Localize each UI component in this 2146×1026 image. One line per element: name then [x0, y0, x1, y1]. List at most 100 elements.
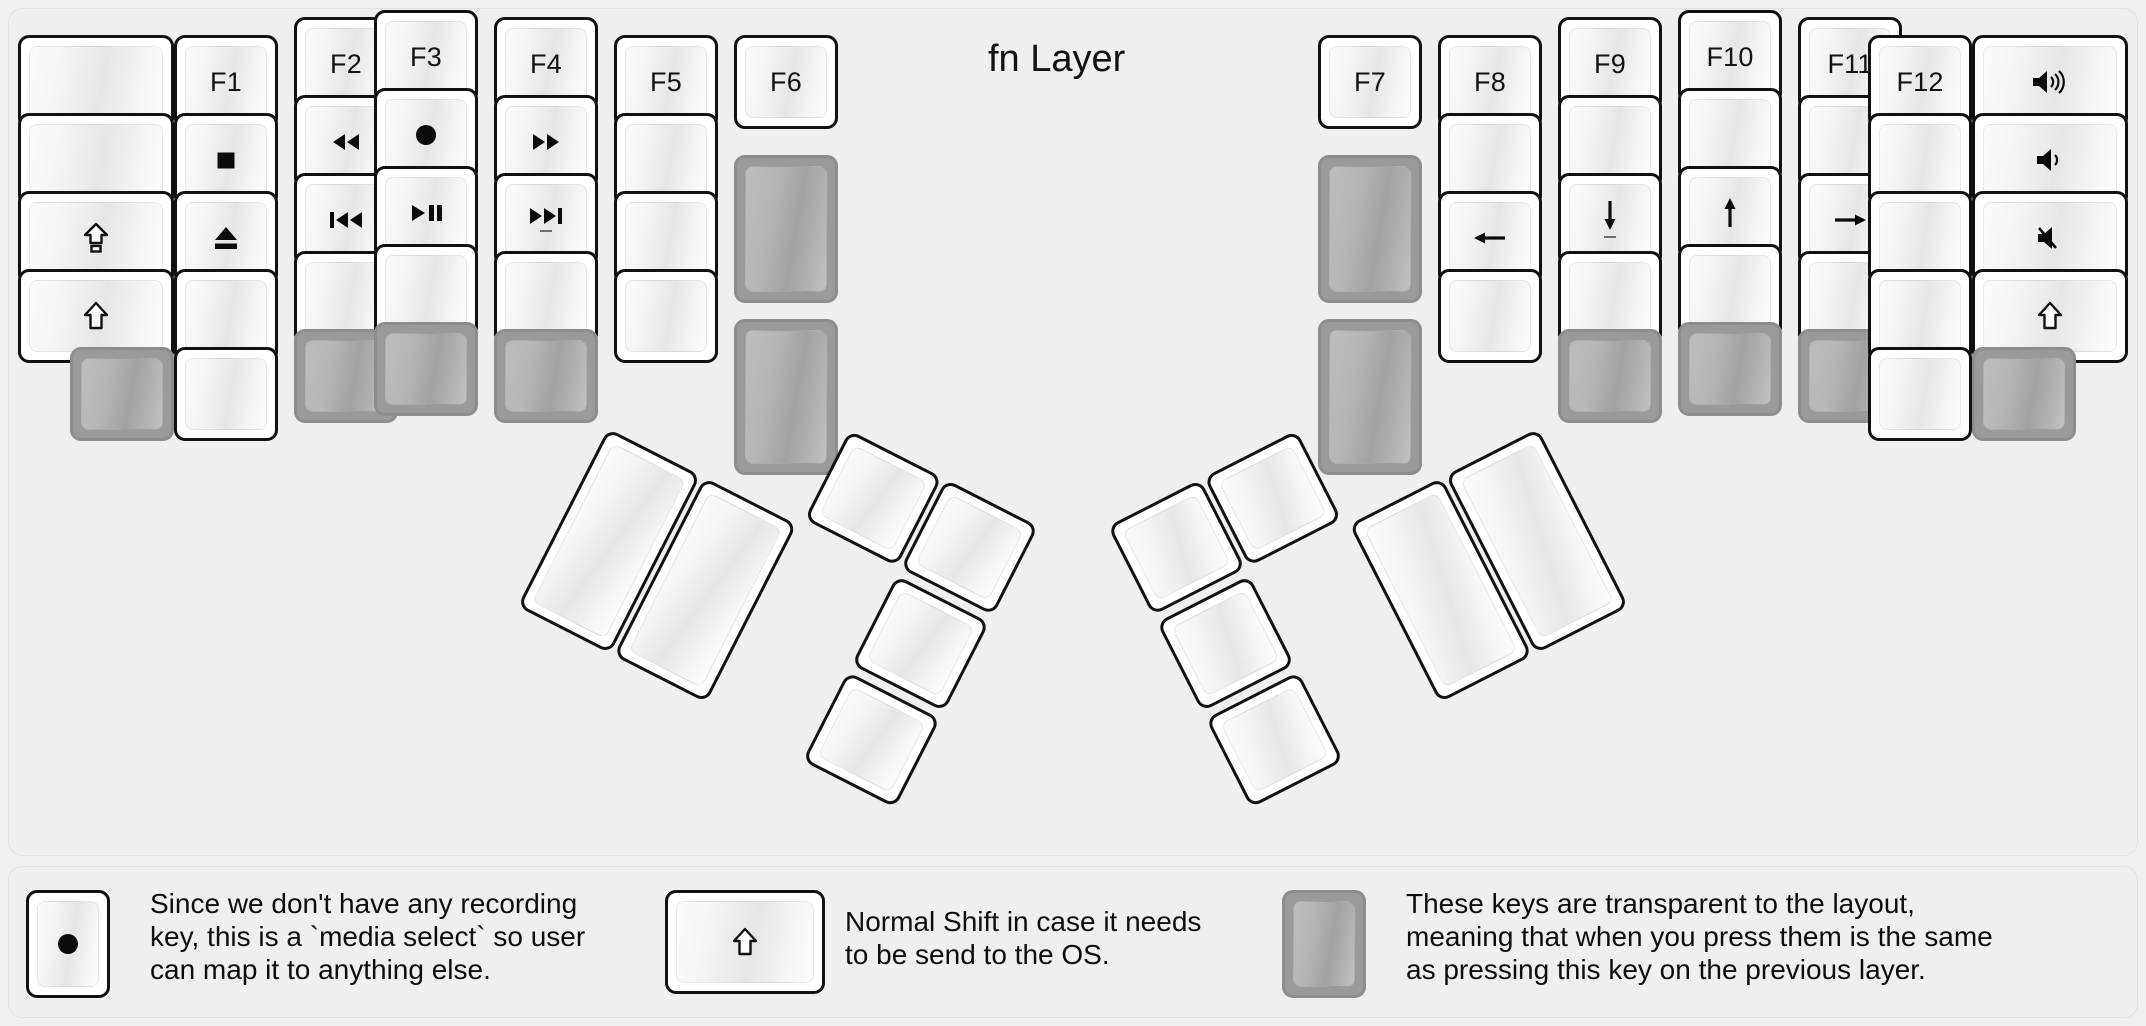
keycap-face: [745, 166, 827, 292]
key-label: F10: [1706, 41, 1754, 72]
keycap-face: [505, 106, 587, 178]
keycap-face: [1569, 106, 1651, 178]
keycap-face: [625, 202, 707, 274]
keycap-face: [1689, 333, 1771, 405]
keycap-face: F6: [745, 46, 827, 118]
keycap-face: [185, 202, 267, 274]
keycap-face: [385, 333, 467, 405]
volume-down-icon: [2037, 149, 2059, 171]
keycap-face: [1449, 124, 1531, 196]
keycap-face: [1879, 202, 1961, 274]
keycap-face: [1449, 202, 1531, 274]
keycap-face: [1293, 901, 1355, 987]
keycap-face: [676, 901, 814, 983]
keycap-face: [385, 177, 467, 249]
volume-mute-icon: [2038, 227, 2057, 249]
keycap-face: F2: [305, 28, 387, 100]
key-left-c0-r4-transparent[interactable]: [70, 347, 174, 441]
key-left-c6-r0-f6[interactable]: F6: [734, 35, 838, 129]
record-icon: [416, 125, 436, 145]
keycap-face: [385, 99, 467, 171]
keycap-face: [305, 262, 387, 334]
keycap-face: [1329, 166, 1411, 292]
keycap-face: [29, 280, 163, 352]
key-right-c6-r4-transparent[interactable]: [1972, 347, 2076, 441]
keycap-face: F3: [385, 21, 467, 93]
keycap-face: [505, 340, 587, 412]
key-left-c5-r3[interactable]: [614, 269, 718, 363]
caps-lock-icon: [83, 222, 109, 253]
keycap-face: F12: [1879, 46, 1961, 118]
key-label: F11: [1827, 48, 1873, 79]
legend-text-transparent: These keys are transparent to the layout…: [1406, 888, 1993, 985]
key-left-c6-r2-transparent[interactable]: [734, 319, 838, 475]
arrow-left-icon: [1474, 232, 1505, 244]
rewind-icon: [333, 134, 359, 150]
keycap-face: [505, 262, 587, 334]
fast-forward-icon: [533, 134, 559, 150]
key-label: F3: [410, 41, 442, 72]
key-right-c1-r3[interactable]: [1438, 269, 1542, 363]
keycap-face: F10: [1689, 21, 1771, 93]
keycap-face: [1689, 99, 1771, 171]
keycap-face: [1689, 177, 1771, 249]
keycap-face: [37, 901, 99, 987]
keycap-face: [29, 124, 163, 196]
key-right-c0-r1-transparent[interactable]: [1318, 155, 1422, 303]
keycap-face: [745, 330, 827, 464]
key-left-c3-r4-transparent[interactable]: [374, 322, 478, 416]
key-label: F8: [1474, 66, 1506, 97]
key-label: F1: [210, 66, 242, 97]
key-left-c4-r4-transparent[interactable]: [494, 329, 598, 423]
arrow-up-icon: [1724, 198, 1736, 227]
legend-panel: [8, 866, 2138, 1018]
play-pause-icon: [412, 205, 442, 221]
shift-icon: [2037, 301, 2063, 330]
keycap-face: [185, 124, 267, 196]
key-left-c1-r4[interactable]: [174, 347, 278, 441]
keycap-face: F7: [1329, 46, 1411, 118]
eject-icon: [215, 227, 237, 249]
key-right-c5-r4[interactable]: [1868, 347, 1972, 441]
keycap-face: F5: [625, 46, 707, 118]
keycap-face: [505, 184, 587, 256]
keycap-face: [1879, 358, 1961, 430]
key-right-c0-r0-f7[interactable]: F7: [1318, 35, 1422, 129]
keycap-face: [29, 202, 163, 274]
keycap-face: [1329, 330, 1411, 464]
keycap-face: [625, 280, 707, 352]
legend-text-shift: Normal Shift in case it needs to be send…: [845, 906, 1202, 970]
shift-icon: [83, 301, 109, 330]
key-label: F5: [650, 66, 682, 97]
arrow-right-icon: [1835, 214, 1866, 226]
key-label: F4: [530, 48, 562, 79]
key-right-c3-r4-transparent[interactable]: [1678, 322, 1782, 416]
legend-key-shift: [665, 890, 825, 994]
key-right-c2-r4-transparent[interactable]: [1558, 329, 1662, 423]
keycap-face: [1879, 124, 1961, 196]
key-label: F12: [1896, 66, 1944, 97]
keycap-face: [1689, 255, 1771, 327]
previous-track-icon: [330, 212, 362, 228]
keycap-face: F8: [1449, 46, 1531, 118]
key-left-c6-r1-transparent[interactable]: [734, 155, 838, 303]
keycap-face: [1879, 280, 1961, 352]
keycap-face: [1983, 46, 2117, 118]
key-label: F2: [330, 48, 362, 79]
keycap-face: [1569, 262, 1651, 334]
legend-key-record: [26, 890, 110, 998]
keycap-face: F1: [185, 46, 267, 118]
arrow-down-icon: [1604, 201, 1616, 238]
keycap-face: [1983, 280, 2117, 352]
keycap-face: [1569, 340, 1651, 412]
keycap-face: [29, 46, 163, 118]
stop-icon: [217, 152, 235, 169]
key-right-c0-r2-transparent[interactable]: [1318, 319, 1422, 475]
keycap-face: [1983, 124, 2117, 196]
keycap-face: [385, 255, 467, 327]
keycap-face: [185, 358, 267, 430]
next-track-icon: [530, 208, 562, 232]
key-label: F6: [770, 66, 802, 97]
keycap-face: [1983, 358, 2065, 430]
